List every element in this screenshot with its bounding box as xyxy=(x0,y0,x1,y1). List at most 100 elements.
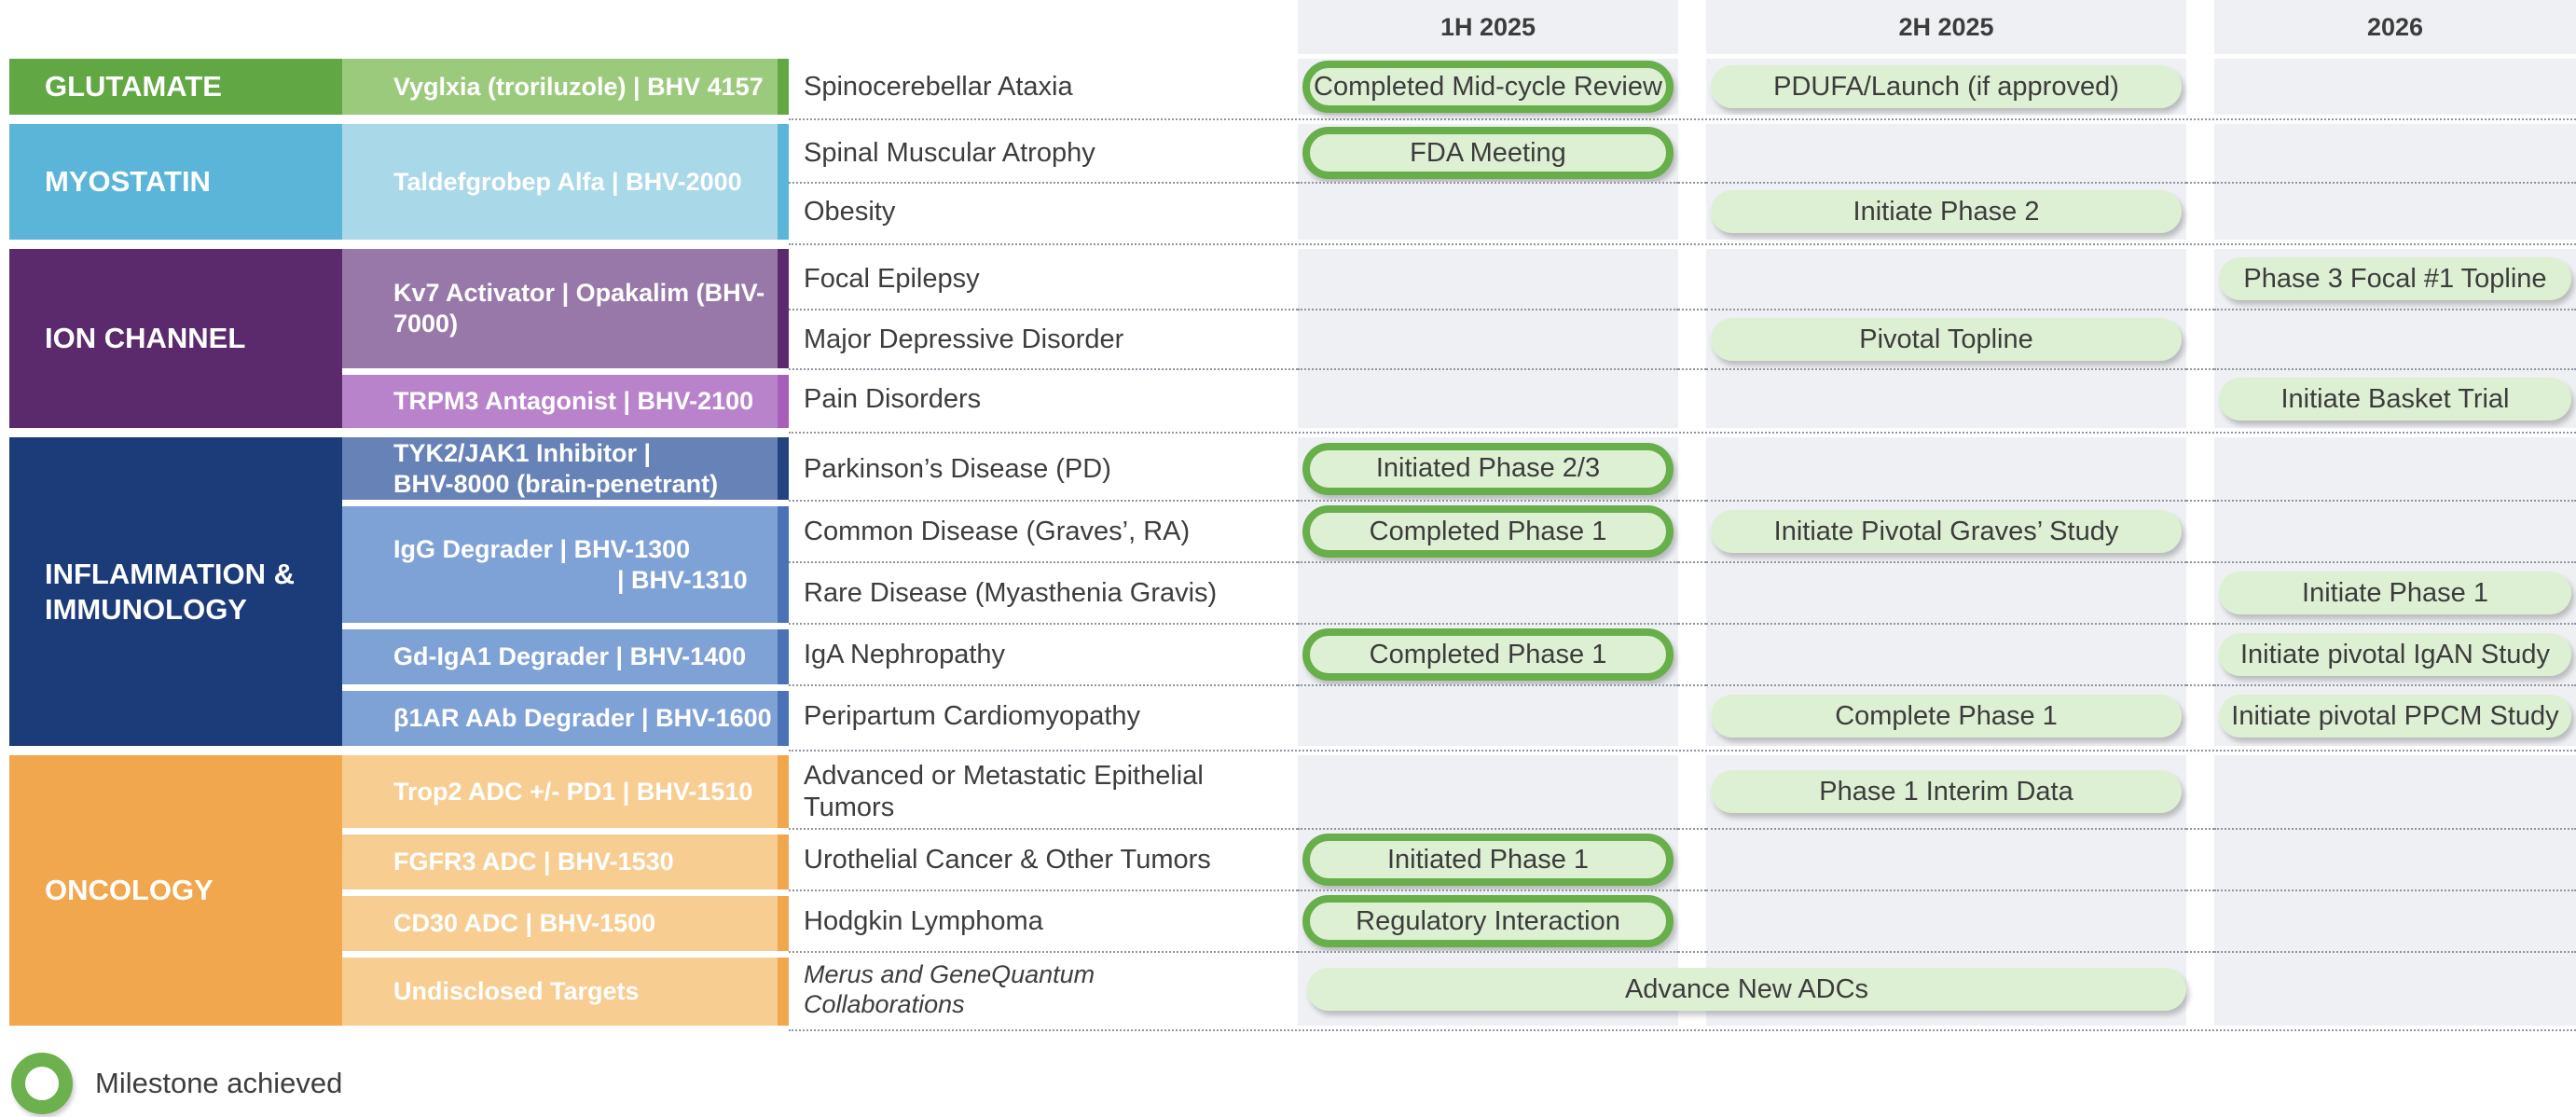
column-gutter xyxy=(2186,249,2214,309)
drug-cell-taldefgrobep: Taldefgrobep Alfa | BHV-2000 xyxy=(342,124,789,240)
column-gutter xyxy=(1678,124,1706,182)
section-divider xyxy=(9,746,2576,755)
indication-cell: Obesity xyxy=(789,182,1298,240)
legend: Milestone achieved xyxy=(9,1046,2576,1117)
milestone-cell-2h2025 xyxy=(1706,828,2186,889)
section-inflammation-immunology: INFLAMMATION & IMMUNOLOGY TYK2/JAK1 Inhi… xyxy=(9,437,2576,746)
milestone-cell-1h2025: Completed Phase 1 xyxy=(1298,623,1678,684)
drug-cell-cd30-adc: CD30 ADC | BHV-1500 xyxy=(342,896,789,951)
column-gutter xyxy=(1678,249,1706,309)
column-gutter xyxy=(2186,368,2214,428)
category-label: MYOSTATIN xyxy=(45,165,211,198)
milestone-cell-1h2025 xyxy=(1298,561,1678,623)
drug-cell-trop2-adc: Trop2 ADC +/- PD1 | BHV-1510 xyxy=(342,755,789,828)
milestone-cell-1h2025: Completed Mid-cycle Review xyxy=(1298,59,1678,115)
section-divider xyxy=(9,1026,2576,1035)
column-gutter xyxy=(1678,182,1706,240)
section-glutamate: GLUTAMATE Vyglxia (troriluzole) | BHV 41… xyxy=(9,59,2576,115)
indication-label: Pain Disorders xyxy=(804,384,982,414)
category-label: ION CHANNEL xyxy=(45,322,246,354)
drug-label-line1: TYK2/JAK1 Inhibitor | xyxy=(393,438,652,467)
milestone-cell-2h2025: Pivotal Topline xyxy=(1706,309,2186,368)
milestone-cell-2026 xyxy=(2214,437,2576,500)
milestone-cell-1h2025: Completed Phase 1 xyxy=(1298,500,1678,561)
indication-label: Peripartum Cardiomyopathy xyxy=(804,701,1141,731)
dotted-separator xyxy=(789,750,2576,752)
column-gutter xyxy=(2186,561,2214,623)
milestone-cell-1h2025: Initiated Phase 2/3 xyxy=(1298,437,1678,500)
indication-label: Common Disease (Graves’, RA) xyxy=(804,517,1191,546)
milestone-cell-2h2025 xyxy=(1706,249,2186,309)
indication-label: Major Depressive Disorder xyxy=(804,324,1124,354)
milestone-label: Initiated Phase 1 xyxy=(1386,844,1590,875)
milestone-cell-2h2025: Complete Phase 1 xyxy=(1706,684,2186,746)
column-gutter xyxy=(1678,368,1706,428)
milestone-cell-1h2025 xyxy=(1298,309,1678,368)
indication-cell: Major Depressive Disorder xyxy=(789,309,1298,368)
drug-cell-gdiga1-degrader: Gd-IgA1 Degrader | BHV-1400 xyxy=(342,629,789,684)
timeline-header-row: 1H 2025 2H 2025 2026 xyxy=(9,0,2576,54)
milestone-label: Initiate Phase 2 xyxy=(1853,196,2040,227)
indication-cell: Focal Epilepsy xyxy=(789,249,1298,309)
category-cell-myostatin: MYOSTATIN xyxy=(9,124,342,240)
drug-cell-undisclosed-targets: Undisclosed Targets xyxy=(342,958,789,1026)
category-cell-oncology: ONCOLOGY xyxy=(9,755,342,1026)
milestone-cell-2026: Initiate Basket Trial xyxy=(2214,368,2576,428)
milestone-pill-achieved: Initiated Phase 1 xyxy=(1302,834,1674,886)
category-cell-inflammation: INFLAMMATION & IMMUNOLOGY xyxy=(9,437,342,746)
milestone-cell-2h2025: PDUFA/Launch (if approved) xyxy=(1706,59,2186,115)
section-divider xyxy=(9,240,2576,249)
drug-label: Kv7 Activator | Opakalim (BHV-7000) xyxy=(393,279,765,338)
milestone-pill-achieved: Completed Mid-cycle Review xyxy=(1302,61,1674,113)
indication-cell: Pain Disorders xyxy=(789,368,1298,428)
drug-label: Taldefgrobep Alfa | BHV-2000 xyxy=(393,167,742,196)
drug-label: Trop2 ADC +/- PD1 | BHV-1510 xyxy=(393,777,753,806)
column-gutter xyxy=(2186,684,2214,746)
column-gutter xyxy=(2186,755,2214,828)
milestone-label: Initiate Basket Trial xyxy=(2280,383,2510,414)
indication-cell: Spinal Muscular Atrophy xyxy=(789,124,1298,182)
drug-label: FGFR3 ADC | BHV-1530 xyxy=(393,848,674,876)
milestone-cell-2026 xyxy=(2214,182,2576,240)
milestone-label: Advance New ADCs xyxy=(1624,973,1869,1004)
milestone-label: Initiated Phase 2/3 xyxy=(1375,453,1601,483)
section-ion-channel: ION CHANNEL Kv7 Activator | Opakalim (BH… xyxy=(9,249,2576,428)
indication-label: Focal Epilepsy xyxy=(804,264,980,294)
milestone-cell-2h2025: Phase 1 Interim Data xyxy=(1706,755,2186,828)
milestone-pill-achieved: Initiated Phase 2/3 xyxy=(1302,442,1674,495)
milestone-label: Initiate Phase 1 xyxy=(2302,577,2488,608)
milestone-pill: Pivotal Topline xyxy=(1711,318,2182,361)
indication-label: Urothelial Cancer & Other Tumors xyxy=(804,845,1211,875)
drug-label: Vyglxia (troriluzole) | BHV 4157 xyxy=(393,72,764,101)
milestone-cell-2026: Initiate pivotal PPCM Study xyxy=(2214,684,2576,746)
milestone-cell-2026 xyxy=(2214,309,2576,368)
indication-label: Hodgkin Lymphoma xyxy=(804,906,1043,936)
milestone-label: Complete Phase 1 xyxy=(1835,700,2058,731)
section-divider xyxy=(9,428,2576,437)
header-label-1h2025: 1H 2025 xyxy=(1440,12,1536,41)
milestone-cell-2026 xyxy=(2214,951,2576,1026)
indication-label: Obesity xyxy=(804,197,896,227)
milestone-cell-2026 xyxy=(2214,755,2576,828)
indication-cell: IgA Nephropathy xyxy=(789,623,1298,684)
header-cell-1h2025: 1H 2025 xyxy=(1298,0,1678,54)
milestone-cell-2h2025 xyxy=(1706,889,2186,951)
milestone-label: Pivotal Topline xyxy=(1859,324,2033,354)
column-gutter xyxy=(1678,684,1706,746)
milestone-pill: Phase 3 Focal #1 Topline xyxy=(2219,257,2571,300)
milestone-label: Phase 1 Interim Data xyxy=(1819,776,2073,807)
milestone-pill: Initiate Phase 2 xyxy=(1711,190,2182,233)
column-gutter xyxy=(1678,623,1706,684)
milestone-cell-1h2025: FDA Meeting xyxy=(1298,124,1678,182)
drug-label-line2: BHV-8000 (brain-penetrant) xyxy=(393,469,719,498)
indication-cell: Peripartum Cardiomyopathy xyxy=(789,684,1298,746)
column-gutter xyxy=(1678,309,1706,368)
category-cell-ion-channel: ION CHANNEL xyxy=(9,249,342,428)
milestone-cell-2h2025 xyxy=(1706,437,2186,500)
drug-cell-vyglxia: Vyglxia (troriluzole) | BHV 4157 xyxy=(342,59,789,115)
category-label: ONCOLOGY xyxy=(45,874,214,906)
indication-cell: Advanced or Metastatic Epithelial Tumors xyxy=(789,755,1298,828)
milestone-pill: Initiate Basket Trial xyxy=(2219,378,2571,421)
drug-label: Gd-IgA1 Degrader | BHV-1400 xyxy=(393,642,747,670)
column-gutter xyxy=(2186,951,2214,1026)
